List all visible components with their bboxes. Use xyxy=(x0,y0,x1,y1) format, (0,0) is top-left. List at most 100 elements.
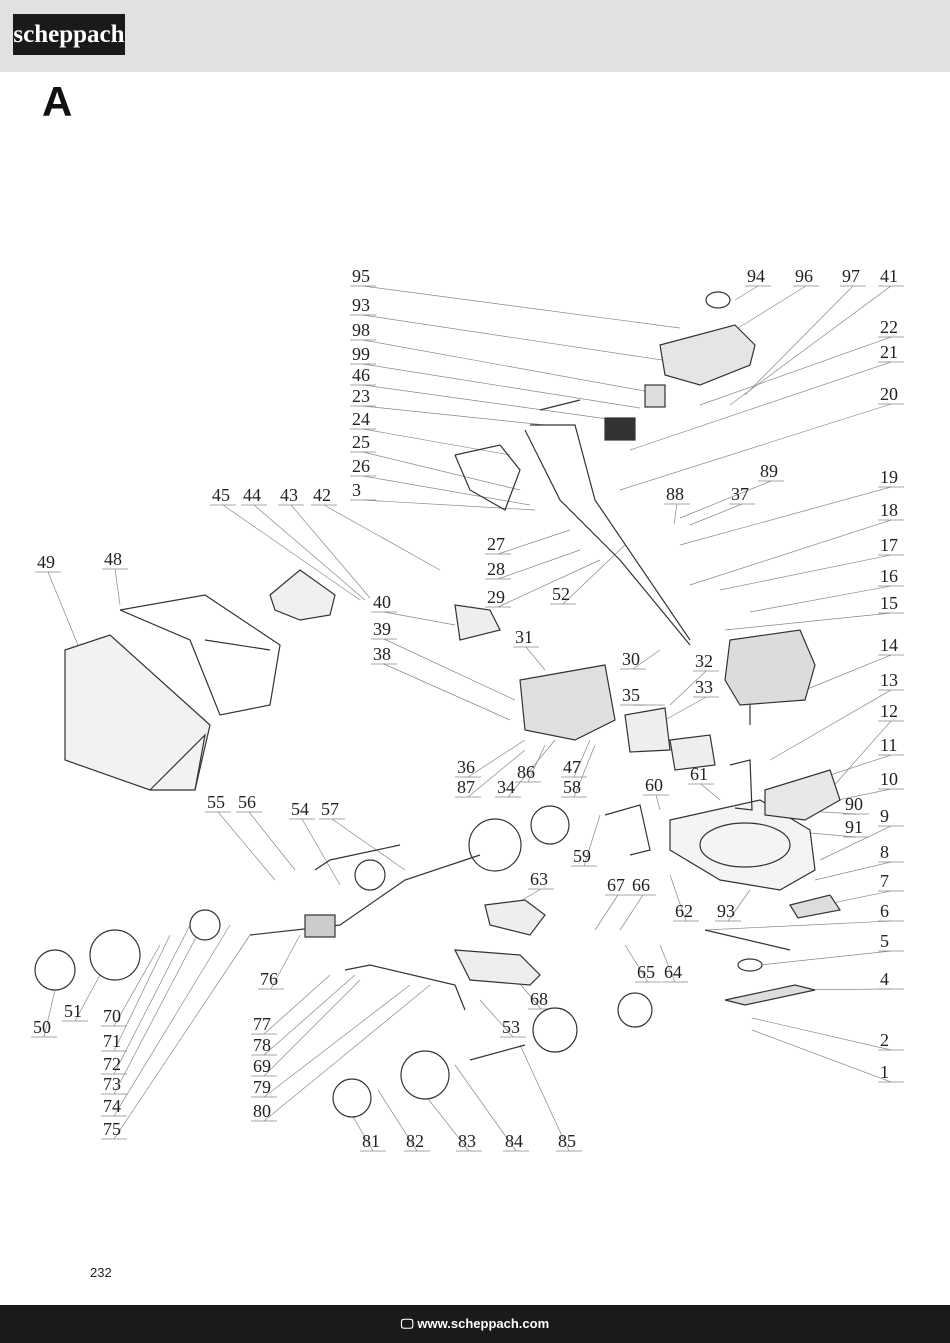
callout-33: 33 xyxy=(695,677,713,697)
rear-flap-part xyxy=(764,769,841,821)
header-bar: scheppach xyxy=(0,0,950,72)
callout-62: 62 xyxy=(675,901,693,921)
leader-line xyxy=(362,451,521,491)
rear-hubcap-part xyxy=(34,949,76,991)
leader-line xyxy=(424,1094,470,1152)
callout-70: 70 xyxy=(103,1006,121,1026)
callout-27: 27 xyxy=(487,534,505,554)
callout-81: 81 xyxy=(362,1131,380,1151)
callout-24: 24 xyxy=(352,409,370,429)
grass-bag-part xyxy=(64,634,211,791)
leader-line xyxy=(699,336,892,406)
callout-71: 71 xyxy=(103,1031,121,1051)
callout-74: 74 xyxy=(103,1096,121,1116)
leader-line xyxy=(751,1017,892,1051)
parts-drawing xyxy=(34,291,842,1118)
leader-line xyxy=(704,920,892,931)
leader-line xyxy=(562,544,626,605)
leader-line xyxy=(734,285,759,301)
callout-61: 61 xyxy=(690,764,708,784)
leader-line xyxy=(573,744,596,798)
leader-line xyxy=(362,314,663,361)
leader-line xyxy=(669,874,687,922)
height-adjust-part xyxy=(453,949,541,986)
leader-line xyxy=(43,989,56,1038)
leader-line xyxy=(583,814,601,867)
leader-line xyxy=(727,889,751,922)
callout-80: 80 xyxy=(253,1101,271,1121)
callout-95: 95 xyxy=(352,266,370,286)
leader-line xyxy=(248,811,296,871)
callout-6: 6 xyxy=(880,901,889,921)
callout-53: 53 xyxy=(502,1017,520,1037)
callout-83: 83 xyxy=(458,1131,476,1151)
callout-75: 75 xyxy=(103,1119,121,1139)
drive-belt-part xyxy=(704,929,791,951)
blade-part xyxy=(724,984,816,1006)
leader-line xyxy=(679,486,892,546)
leader-line xyxy=(114,568,121,606)
callout-59: 59 xyxy=(573,846,591,866)
callout-77: 77 xyxy=(253,1014,271,1034)
footer-url: www.scheppach.com xyxy=(417,1316,550,1331)
bracket-side-part xyxy=(669,734,716,771)
rear-wheel-right-part xyxy=(468,818,522,872)
callout-97: 97 xyxy=(842,266,860,286)
callout-98: 98 xyxy=(352,320,370,340)
callout-34: 34 xyxy=(497,777,515,797)
leader-line xyxy=(362,428,511,456)
callout-50: 50 xyxy=(33,1017,51,1037)
bracket-part xyxy=(729,759,753,811)
page-number: 232 xyxy=(90,1265,112,1280)
callout-48: 48 xyxy=(104,549,122,569)
callout-46: 46 xyxy=(352,365,370,385)
callout-35: 35 xyxy=(622,685,640,705)
callout-85: 85 xyxy=(558,1131,576,1151)
callout-20: 20 xyxy=(880,384,898,404)
mulch-plug-part xyxy=(454,604,501,641)
leader-line xyxy=(749,585,892,613)
callout-38: 38 xyxy=(373,644,391,664)
callout-9: 9 xyxy=(880,806,889,826)
footer-link[interactable]: 🖵www.scheppach.com xyxy=(0,1316,950,1332)
leader-line xyxy=(253,504,366,601)
callout-57: 57 xyxy=(321,799,339,819)
handle-lower-part xyxy=(454,444,521,511)
leader-line xyxy=(759,950,892,966)
callout-45: 45 xyxy=(212,485,230,505)
leader-line xyxy=(113,924,231,1117)
leader-line xyxy=(744,285,854,396)
leader-line xyxy=(377,1089,418,1152)
leader-line xyxy=(497,559,601,608)
leader-line xyxy=(383,638,516,701)
cover-part xyxy=(789,894,842,919)
callout-4: 4 xyxy=(880,969,889,989)
callout-63: 63 xyxy=(530,869,548,889)
callout-18: 18 xyxy=(880,500,898,520)
callout-37: 37 xyxy=(731,484,749,504)
callout-58: 58 xyxy=(563,777,581,797)
callout-8: 8 xyxy=(880,842,889,862)
callout-23: 23 xyxy=(352,386,370,406)
callout-10: 10 xyxy=(880,769,898,789)
leader-line xyxy=(632,649,661,670)
callout-78: 78 xyxy=(253,1035,271,1055)
callout-44: 44 xyxy=(243,485,261,505)
callout-13: 13 xyxy=(880,670,898,690)
leader-line xyxy=(74,974,101,1022)
leader-line xyxy=(467,749,526,798)
callout-26: 26 xyxy=(352,456,370,476)
leader-line xyxy=(729,285,892,406)
leader-line xyxy=(323,504,441,571)
callout-72: 72 xyxy=(103,1054,121,1074)
callout-90: 90 xyxy=(845,794,863,814)
leader-line xyxy=(113,924,191,1075)
leader-line xyxy=(113,919,206,1095)
leader-line xyxy=(263,974,331,1035)
front-hub-part xyxy=(354,859,386,891)
leader-line xyxy=(527,744,546,783)
leader-line xyxy=(467,739,526,778)
callout-82: 82 xyxy=(406,1131,424,1151)
callout-94: 94 xyxy=(747,266,765,286)
